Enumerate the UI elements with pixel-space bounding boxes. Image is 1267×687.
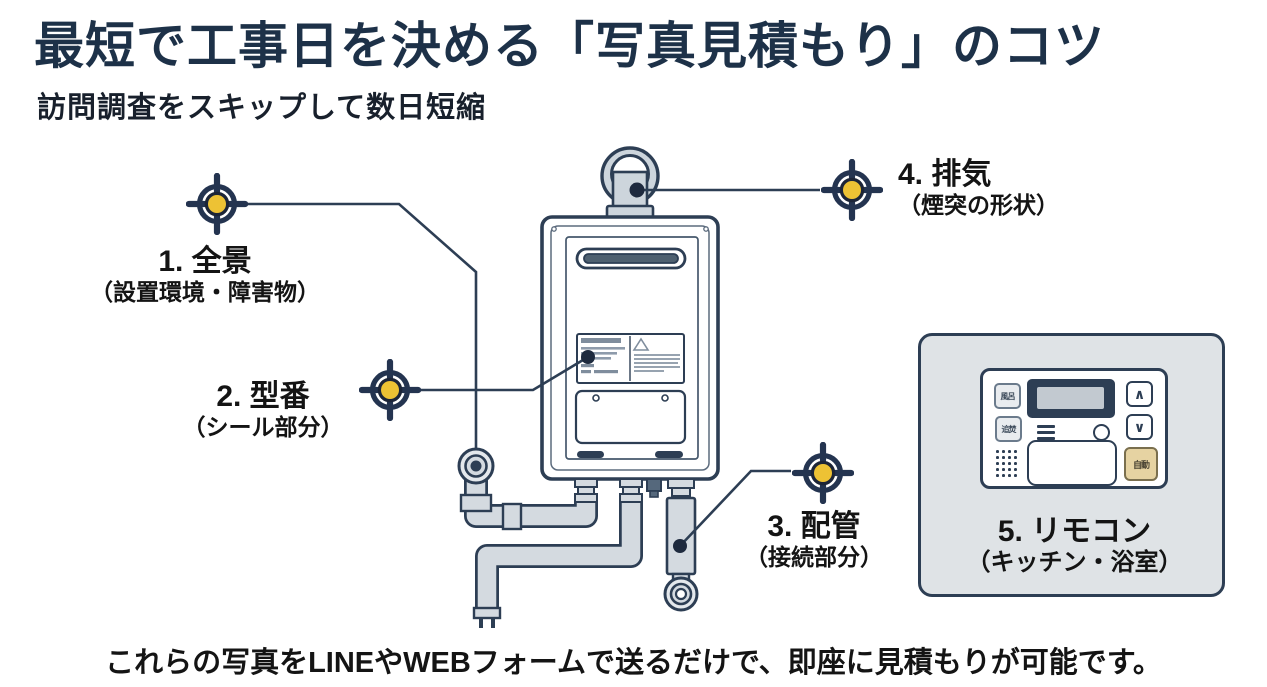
remote-auto-button: 自動 [1124,447,1158,481]
remote-bath-button: 風呂 [994,383,1021,409]
page-title: 最短で工事日を決める「写真見積もり」のコツ [34,18,1105,74]
callout-subtitle: （接続部分） [745,544,883,570]
callout-line-model [421,355,589,392]
crosshair-marker-piping-icon [792,442,854,504]
crosshair-marker-model-icon [359,359,421,421]
callout-subtitle: （煙突の形状） [898,192,1059,218]
callout-label-fullview: 1. 全景 （設置環境・障害物） [90,246,320,306]
warning-triangle-icon [632,337,650,351]
crosshair-marker-exhaust-icon [821,159,883,221]
exhaust-chimney [600,146,660,222]
page-subtitle: 訪問調査をスキップして数日短縮 [37,92,487,124]
model-number-sticker [576,333,685,384]
callout-subtitle: （シール部分） [182,414,344,440]
callout-title-remote: 5. リモコン [997,515,1152,548]
pipe-end-fitting [663,576,699,612]
callout-label-exhaust: 4. 排気 （煙突の形状） [898,159,1059,219]
wall-flange [457,447,495,485]
exhaust-point-dot [629,182,645,198]
remote-main-button [1027,440,1117,486]
remote-speaker-grid-icon [996,450,1020,480]
chevron-up-icon: ∧ [1133,385,1146,402]
remote-round-button [1093,424,1110,441]
remote-menu-lines-icon [1037,425,1055,443]
callout-line-fullview [248,202,478,458]
callout-label-piping: 3. 配管 （接続部分） [745,511,883,571]
callout-title: 4. 排気 [898,158,992,191]
remote-lcd-screen [1037,387,1104,409]
sticker-point-dot [581,350,595,364]
remote-reheat-button: 追焚 [995,416,1022,442]
heater-body [540,215,720,503]
callout-title: 2. 型番 [216,380,310,413]
remote-control-card: 風呂 追焚 ∧ ∨ 自動 5. リモコン （キッチン・浴室） [918,333,1225,597]
pipes [457,447,699,628]
remote-display [1027,379,1115,418]
bottom-fittings [574,478,695,503]
vent-slot [575,247,687,270]
crosshair-marker-fullview-icon [186,173,248,235]
footer-note: これらの写真をLINEやWEBフォームで送るだけで、即座に見積もりが可能です。 [105,647,1162,679]
chevron-down-icon: ∨ [1133,418,1146,435]
access-panel [574,389,687,445]
pipe-point-dot [673,539,687,553]
callout-label-model: 2. 型番 （シール部分） [183,381,344,441]
remote-up-button: ∧ [1126,381,1153,407]
callout-subtitle-remote: （キッチン・浴室） [966,549,1183,576]
callout-title: 3. 配管 [767,510,861,543]
remote-down-button: ∨ [1126,414,1153,440]
callout-title: 1. 全景 [158,245,252,278]
callout-line-piping [679,469,791,547]
callout-subtitle: （設置環境・障害物） [90,279,320,305]
remote-control-illustration: 風呂 追焚 ∧ ∨ 自動 [980,368,1168,489]
